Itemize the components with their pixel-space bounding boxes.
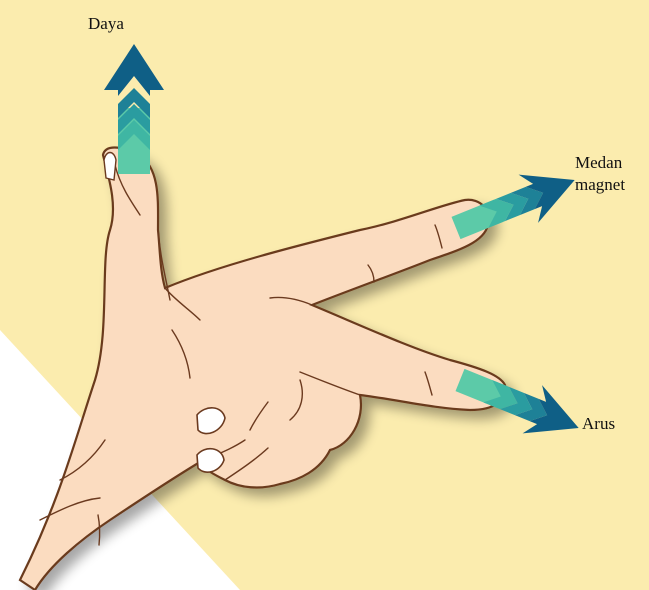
force-label: Daya: [88, 14, 124, 34]
magnetic-field-label: Medan magnet: [575, 152, 649, 196]
magnetic-field-label-line2: magnet: [575, 174, 649, 196]
magnetic-field-label-line1: Medan: [575, 152, 649, 174]
current-label: Arus: [582, 414, 615, 434]
hand-outline: [20, 148, 505, 590]
nail-thumb: [104, 153, 116, 181]
hand-icon: [20, 148, 505, 590]
